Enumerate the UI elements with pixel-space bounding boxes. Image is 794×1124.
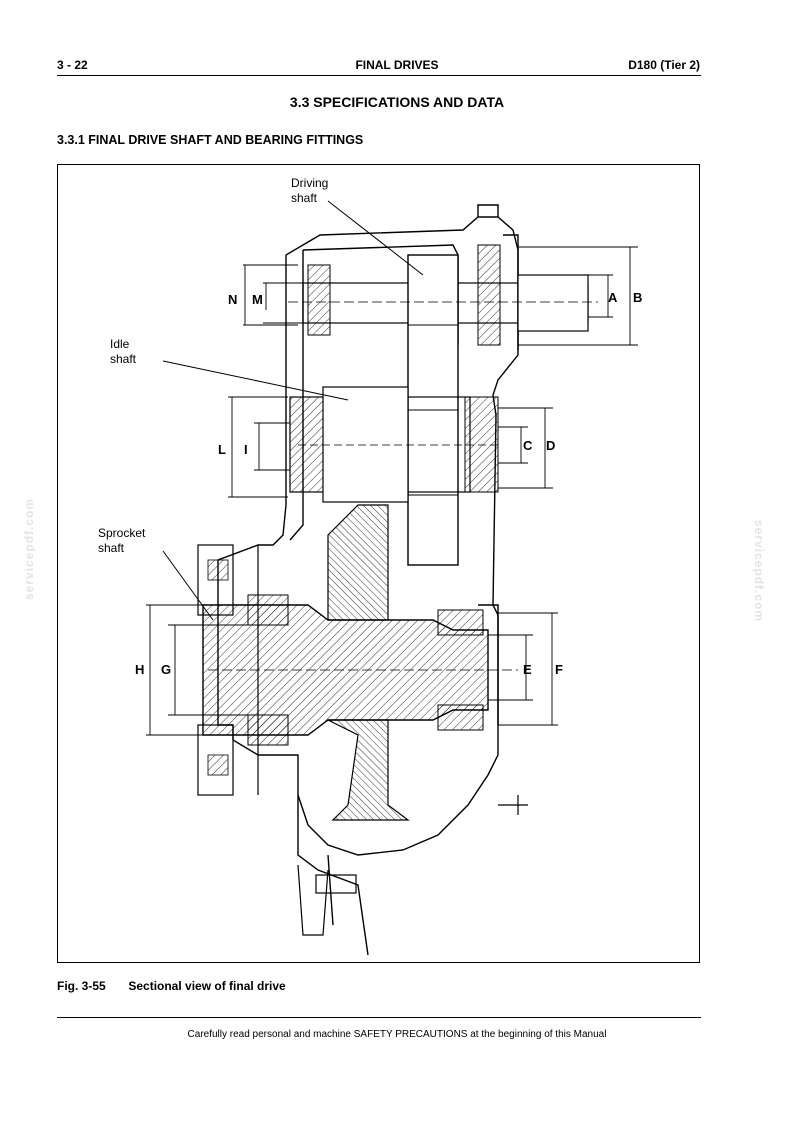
- sprocket-shaft-label-1: Sprocket: [98, 526, 146, 540]
- sectional-drawing: Driving shaft Idle shaft Sprocket shaft …: [98, 176, 642, 956]
- callout-leaders: [162, 200, 424, 621]
- dim-label-I: I: [244, 442, 248, 457]
- dim-label-C: C: [523, 438, 533, 453]
- dim-label-F: F: [555, 662, 563, 677]
- figure-caption-text: Sectional view of final drive: [128, 979, 286, 993]
- dimension-lines: [146, 246, 638, 736]
- watermark-right: servicepdf.com: [752, 520, 766, 623]
- section-title: FINAL DRIVES: [355, 58, 439, 72]
- dim-label-H: H: [135, 662, 144, 677]
- figure-caption: Fig. 3-55 Sectional view of final drive: [57, 979, 286, 993]
- center-lines: [208, 301, 598, 671]
- sprocket-shaft: [197, 504, 489, 821]
- dim-label-A: A: [608, 290, 618, 305]
- idle-shaft: [289, 386, 499, 503]
- sprocket-shaft-label-2: shaft: [98, 541, 125, 555]
- dim-label-B: B: [633, 290, 642, 305]
- dim-label-E: E: [523, 662, 532, 677]
- footer-rule: [57, 1017, 701, 1018]
- safety-footer: Carefully read personal and machine SAFE…: [187, 1029, 607, 1040]
- bottom-fitting: [297, 795, 528, 936]
- figure-number: Fig. 3-55: [57, 979, 106, 993]
- idle-shaft-label-1: Idle: [110, 337, 130, 351]
- page-title: 3.3 SPECIFICATIONS AND DATA: [289, 94, 505, 110]
- dim-label-G: G: [161, 662, 171, 677]
- section-subtitle: 3.3.1 FINAL DRIVE SHAFT AND BEARING FITT…: [57, 133, 364, 147]
- figure-frame: Driving shaft Idle shaft Sprocket shaft …: [57, 164, 700, 963]
- driving-shaft-label-2: shaft: [291, 191, 318, 205]
- dim-label-M: M: [252, 292, 263, 307]
- dimension-labels: N M A B L I C D H G E F: [135, 290, 642, 677]
- header-rule: [57, 75, 701, 76]
- callout-labels: Driving shaft Idle shaft Sprocket shaft: [98, 176, 328, 555]
- model-name: D180 (Tier 2): [628, 58, 700, 72]
- idle-shaft-label-2: shaft: [110, 352, 137, 366]
- watermark-left: servicepdf.com: [22, 497, 36, 600]
- dim-label-N: N: [228, 292, 237, 307]
- driving-shaft: [302, 244, 589, 566]
- dim-label-D: D: [546, 438, 555, 453]
- dim-label-L: L: [218, 442, 226, 457]
- driving-shaft-label-1: Driving: [291, 176, 328, 190]
- page-number: 3 - 22: [57, 58, 88, 72]
